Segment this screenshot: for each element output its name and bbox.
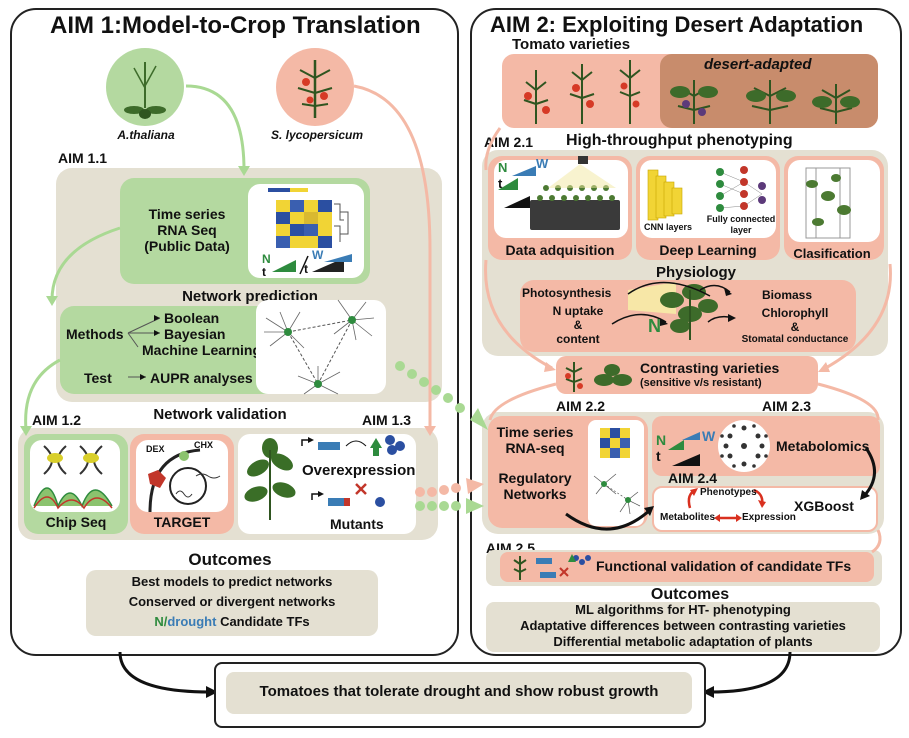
tomato-plant-icon bbox=[297, 60, 333, 118]
metabolomics-t: t bbox=[656, 448, 661, 464]
metabolites-label: Metabolites bbox=[660, 512, 716, 523]
outcome3-rest: Candidate TFs bbox=[216, 614, 310, 629]
cnn-label: CNN layers bbox=[644, 222, 693, 232]
n-uptake-line1: N uptake bbox=[552, 304, 604, 318]
n-uptake-line3: content bbox=[556, 332, 600, 346]
aim2-title: AIM 2: Exploiting Desert Adaptation bbox=[490, 12, 864, 37]
dex-label: DEX bbox=[146, 444, 165, 454]
aim1-outcomes-box bbox=[86, 570, 378, 636]
data-acq-w: W bbox=[536, 156, 549, 171]
aim13-label: AIM 1.3 bbox=[362, 412, 412, 428]
final-text: Tomatoes that tolerate drought and show … bbox=[259, 683, 659, 700]
fc-line1: Fully connected bbox=[706, 214, 776, 224]
n-uptake-line2: & bbox=[573, 318, 583, 332]
test-value: AUPR analyses bbox=[150, 370, 253, 386]
aim2-outcome3: Differential metabolic adaptation of pla… bbox=[553, 634, 813, 649]
aim1-outcome2: Conserved or divergent networks bbox=[128, 594, 336, 609]
method-bayesian: Bayesian bbox=[164, 326, 226, 342]
contrasting-sub: (sensitive v/s resistant) bbox=[640, 377, 762, 389]
aim21-label: AIM 2.1 bbox=[484, 134, 534, 150]
aim2-outcome1: ML algorithms for HT- phenotyping bbox=[575, 602, 791, 617]
timeseries-line1: Time series bbox=[148, 206, 226, 222]
chx-label: CHX bbox=[194, 440, 214, 450]
data-acq-label: Data adquisition bbox=[505, 242, 615, 258]
timeseries-line2: RNA Seq bbox=[157, 222, 217, 238]
contrasting-title: Contrasting varieties bbox=[640, 360, 780, 376]
rnaseq-card bbox=[588, 420, 644, 526]
tomato-label: S. lycopersicum bbox=[270, 128, 364, 142]
metabolomics-n: N bbox=[656, 432, 667, 448]
classification-label: Clasification bbox=[793, 246, 871, 261]
aim22-label: AIM 2.2 bbox=[556, 398, 606, 414]
biomass-label: Biomass bbox=[762, 288, 813, 302]
tomato-varieties-label: Tomato varieties bbox=[512, 36, 631, 53]
data-acq-n: N bbox=[498, 160, 508, 175]
tomato-image bbox=[276, 48, 354, 126]
expression-label: Expression bbox=[742, 512, 796, 523]
chipseq-label: Chip Seq bbox=[45, 514, 107, 530]
deep-learning-label: Deep Learning bbox=[659, 242, 757, 258]
metabolomics-label: Metabolomics bbox=[776, 438, 870, 454]
heatmap-t2-label: t bbox=[304, 262, 308, 276]
aim1-outcomes-title: Outcomes bbox=[188, 550, 272, 569]
aim24-box bbox=[652, 486, 878, 532]
method-ml: Machine Learning bbox=[142, 342, 262, 358]
method-boolean: Boolean bbox=[164, 310, 220, 326]
outcome3-drought: drought bbox=[167, 614, 217, 629]
network-graph-card bbox=[256, 300, 386, 394]
aim1-outcome3: N/drought Candidate TFs bbox=[86, 614, 378, 629]
aim23-label: AIM 2.3 bbox=[762, 398, 812, 414]
timeseries-line3: (Public Data) bbox=[144, 238, 230, 254]
chlorophyll-line3: Stomatal conductance bbox=[741, 334, 849, 345]
ts-rnaseq-line2: RNA-seq bbox=[505, 440, 565, 456]
aim11-label: AIM 1.1 bbox=[58, 150, 108, 166]
overexpression-label: Overexpression bbox=[302, 462, 416, 479]
test-label: Test bbox=[84, 370, 112, 386]
heatmap-w-label: W bbox=[312, 248, 324, 262]
photosynthesis-label: Photosynthesis bbox=[522, 286, 612, 300]
aim2-outcomes-box bbox=[486, 602, 880, 652]
regnet-line2: Networks bbox=[503, 486, 567, 502]
metabolomics-w: W bbox=[702, 428, 716, 444]
aim12-label: AIM 1.2 bbox=[32, 412, 82, 428]
aim24-label: AIM 2.4 bbox=[668, 470, 718, 486]
outcome3-n: N/ bbox=[154, 614, 168, 629]
chlorophyll-line1: Chlorophyll bbox=[761, 306, 829, 320]
network-validation-title: Network validation bbox=[153, 406, 287, 423]
data-acq-t: t bbox=[498, 176, 503, 191]
desert-adapted-label: desert-adapted bbox=[704, 56, 812, 73]
classification-card bbox=[788, 160, 880, 242]
aim1-outcome1: Best models to predict networks bbox=[131, 574, 333, 589]
ts-rnaseq-line1: Time series bbox=[496, 424, 574, 440]
aim25-inner bbox=[500, 552, 874, 582]
aim2-outcome2: Adaptative differences between contrasti… bbox=[520, 618, 846, 633]
arabidopsis-icon bbox=[124, 62, 166, 119]
mutants-label: Mutants bbox=[330, 516, 384, 532]
chipseq-card bbox=[30, 440, 120, 512]
xgboost-label: XGBoost bbox=[794, 498, 854, 514]
data-acquisition-card bbox=[494, 160, 628, 238]
heatmap-t-label: t bbox=[262, 265, 266, 279]
phenotypes-label: Phenotypes bbox=[700, 487, 757, 498]
arabidopsis-label: A.thaliana bbox=[117, 128, 175, 142]
aim2-outcomes-title: Outcomes bbox=[650, 586, 730, 603]
physiology-label: Physiology bbox=[655, 264, 737, 281]
htp-label: High-throughput phenotyping bbox=[566, 132, 793, 149]
target-label: TARGET bbox=[153, 514, 211, 530]
fc-line2: layer bbox=[730, 225, 752, 235]
functional-validation-label: Functional validation of candidate TFs bbox=[596, 558, 852, 574]
overexpression-card bbox=[238, 434, 416, 534]
aim1-title: AIM 1:Model-to-Crop Translation bbox=[50, 12, 421, 39]
final-inner bbox=[226, 672, 692, 714]
methods-label: Methods bbox=[66, 326, 124, 342]
arabidopsis-image bbox=[106, 48, 184, 126]
physiology-n-label: N bbox=[648, 316, 661, 336]
regnet-line1: Regulatory bbox=[498, 470, 572, 486]
heatmap-n-label: N bbox=[262, 252, 271, 266]
chlorophyll-line2: & bbox=[790, 320, 800, 334]
